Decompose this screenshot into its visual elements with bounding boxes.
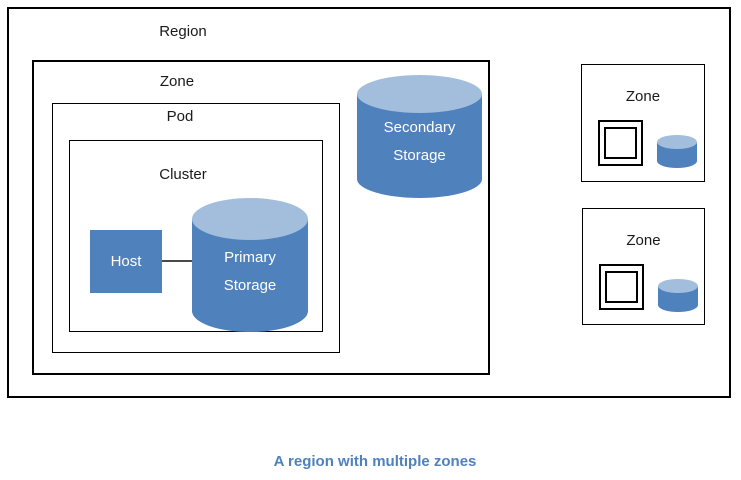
region-box xyxy=(7,7,731,398)
cylinder-top xyxy=(357,75,482,113)
zone-2-storage-cylinder xyxy=(657,135,697,168)
nested-square-inner-icon xyxy=(605,271,638,303)
primary-storage-label-line1: Primary xyxy=(224,248,276,266)
cluster-box xyxy=(69,140,323,332)
nested-square-inner-icon xyxy=(604,127,637,159)
secondary-storage-label: Secondary Storage xyxy=(357,113,482,179)
secondary-storage-cylinder: Secondary Storage xyxy=(357,75,482,198)
nested-square-outer-icon xyxy=(598,120,643,166)
primary-storage-cylinder: Primary Storage xyxy=(192,198,308,332)
cylinder-top xyxy=(658,279,698,293)
primary-storage-label: Primary Storage xyxy=(192,240,308,311)
zone-3-storage-cylinder xyxy=(658,279,698,312)
secondary-storage-label-line1: Secondary xyxy=(383,119,456,136)
nested-square-outer-icon xyxy=(599,264,644,310)
zone-2-label: Zone xyxy=(625,88,661,105)
primary-storage-label-line2: Storage xyxy=(223,276,277,294)
cluster-label: Cluster xyxy=(159,166,207,183)
diagram-caption: A region with multiple zones xyxy=(273,453,477,470)
pod-label: Pod xyxy=(166,108,194,125)
host-box: Host xyxy=(90,230,162,293)
host-storage-connector-line xyxy=(162,260,192,262)
main-zone-box xyxy=(32,60,490,375)
cylinder-top xyxy=(192,198,308,240)
zone-box-2: Zone xyxy=(581,64,705,182)
secondary-storage-label-line2: Storage xyxy=(393,147,446,164)
main-zone-label: Zone xyxy=(159,73,195,90)
zone-box-3: Zone xyxy=(582,208,705,325)
pod-box xyxy=(52,103,340,353)
zone-3-label: Zone xyxy=(626,232,661,249)
region-label: Region xyxy=(159,23,207,40)
cylinder-top xyxy=(657,135,697,149)
host-label: Host xyxy=(110,253,142,270)
